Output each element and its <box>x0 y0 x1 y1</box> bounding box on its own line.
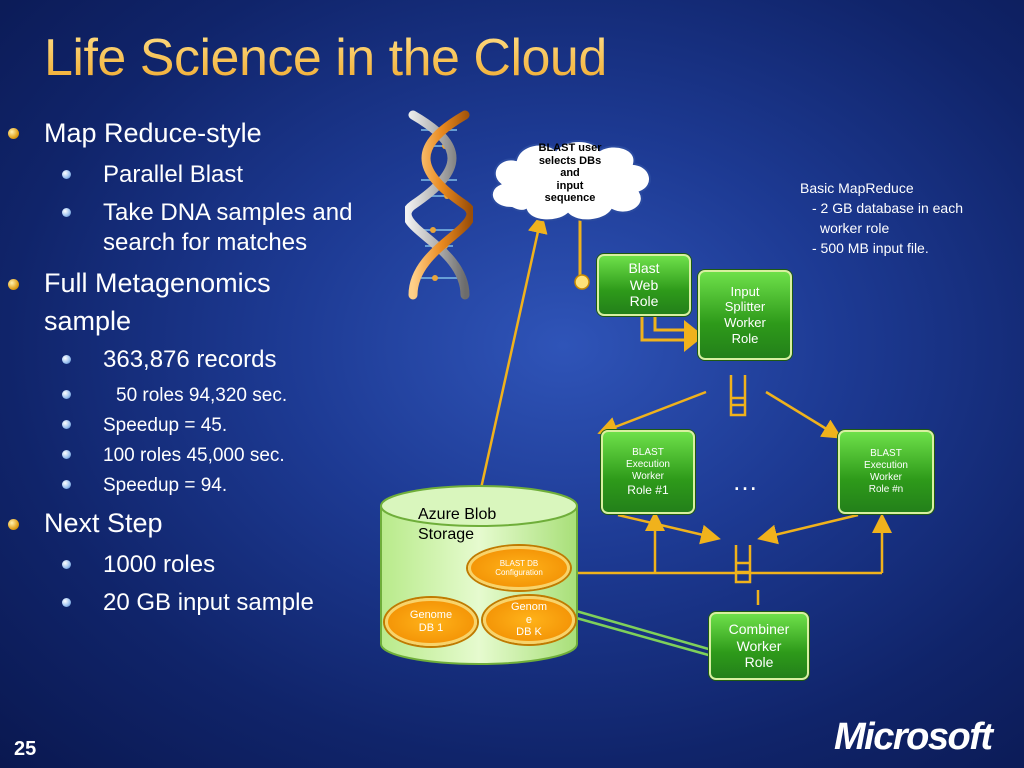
cloud-line: input <box>556 179 584 192</box>
bullet-parallel-blast: Parallel Blast <box>103 161 244 188</box>
note-line: - 2 GB database in each <box>812 200 963 216</box>
box-line: Role <box>629 293 659 310</box>
genome-db-1-label: Genome DB 1 <box>410 609 452 634</box>
genome-db-k-label: Genom e DB K <box>511 601 547 639</box>
bullet-50-roles: 50 roles 94,320 sec. <box>116 385 288 406</box>
blast-exec-role-1-box: BLAST Execution Worker Role #1 <box>601 430 695 514</box>
oval-line: DB K <box>516 626 542 639</box>
bullet-full-metagenomics-line2: sample <box>44 306 132 336</box>
bullet-speedup-94: Speedup = 94. <box>103 475 228 496</box>
blast-exec-role-1-label: BLAST Execution Worker Role #1 <box>626 447 670 497</box>
microsoft-logo: Microsoft <box>834 716 993 758</box>
box-line: Role #1 <box>627 482 669 497</box>
gold-bullet-icon <box>8 519 19 530</box>
page-number: 25 <box>14 738 37 760</box>
mapreduce-note: Basic MapReduce - 2 GB database in each … <box>800 178 963 258</box>
oval-line: DB 1 <box>418 622 444 634</box>
bullet-list: Map Reduce-style Parallel Blast Take DNA… <box>0 0 420 700</box>
blue-bullet-icon <box>62 208 71 217</box>
blue-bullet-icon <box>62 450 71 459</box>
cloud-line: sequence <box>544 192 596 204</box>
box-line: Role <box>744 654 774 671</box>
note-line: Basic MapReduce <box>800 180 914 196</box>
input-splitter-box: Input Splitter Worker Role <box>698 270 792 360</box>
bullet-full-metagenomics-line1: Full Metagenomics <box>44 268 271 298</box>
box-line: Combiner <box>728 620 790 637</box>
box-line: BLAST <box>632 446 664 458</box>
blue-bullet-icon <box>62 390 71 399</box>
box-line: Execution <box>864 460 908 471</box>
box-line: Worker <box>724 315 766 330</box>
box-line: Worker <box>631 470 665 482</box>
user-cloud-label: BLAST user selects DBs and input sequenc… <box>520 142 620 205</box>
bullet-take-dna-line2: search for matches <box>103 229 308 256</box>
oval-line: e <box>525 613 533 626</box>
blue-bullet-icon <box>62 598 71 607</box>
cloud-line: selects DBs <box>538 154 602 167</box>
box-line: Role <box>731 330 759 346</box>
note-line: - 500 MB input file. <box>812 240 929 256</box>
gold-bullet-icon <box>8 279 19 290</box>
box-line: BLAST <box>870 448 902 459</box>
genome-db-1-oval: Genome DB 1 <box>385 598 477 646</box>
slide-title: Life Science in the Cloud <box>44 29 607 87</box>
combiner-worker-box: Combiner Worker Role <box>709 612 809 680</box>
bullet-map-reduce: Map Reduce-style <box>44 118 262 148</box>
blast-exec-role-n-box: BLAST Execution Worker Role #n <box>838 430 934 514</box>
blue-bullet-icon <box>62 480 71 489</box>
bullet-100-roles: 100 roles 45,000 sec. <box>103 445 285 466</box>
bullet-20gb-input: 20 GB input sample <box>103 589 314 616</box>
blue-bullet-icon <box>62 420 71 429</box>
box-line: Web <box>629 276 659 293</box>
blue-bullet-icon <box>62 560 71 569</box>
azure-blob-storage-label: Azure Blob Storage <box>418 505 496 545</box>
genome-db-k-oval: Genom e DB K <box>483 596 575 644</box>
box-line: Worker <box>736 637 782 654</box>
oval-line: Genom <box>510 601 548 614</box>
bullet-next-step: Next Step <box>44 508 163 538</box>
user-cloud-shape <box>490 140 651 222</box>
workers-ellipsis: … <box>732 466 758 496</box>
blast-exec-role-n-label: BLAST Execution Worker Role #n <box>864 448 908 496</box>
box-line: Role #n <box>868 484 904 495</box>
cloud-line: BLAST user <box>538 142 602 154</box>
box-line: Input <box>730 283 760 299</box>
box-line: Blast <box>628 259 660 276</box>
oval-line: BLAST DB <box>499 558 539 568</box>
bullet-take-dna-line1: Take DNA samples and <box>103 199 353 226</box>
blast-db-config-oval: BLAST DB Configuration <box>468 546 570 590</box>
dna-helix-icon <box>405 110 473 300</box>
storage-line: Azure Blob <box>418 506 497 523</box>
combiner-worker-label: Combiner Worker Role <box>729 621 790 671</box>
blue-bullet-icon <box>62 170 71 179</box>
bullet-speedup-45: Speedup = 45. <box>103 415 228 436</box>
box-line: Worker <box>869 472 903 483</box>
blast-web-role-box: Blast Web Role <box>597 254 691 316</box>
oval-line: Genome <box>409 609 453 622</box>
oval-line: Configuration <box>495 568 543 577</box>
blast-db-config-label: BLAST DB Configuration <box>495 559 543 577</box>
box-line: Execution <box>626 458 670 470</box>
storage-line: Storage <box>418 526 475 543</box>
input-splitter-label: Input Splitter Worker Role <box>724 284 766 346</box>
bullet-1000-roles: 1000 roles <box>103 551 216 578</box>
gold-bullet-icon <box>8 128 19 139</box>
box-line: Splitter <box>724 299 766 315</box>
blue-bullet-icon <box>62 355 71 364</box>
blast-web-role-label: Blast Web Role <box>628 260 659 310</box>
note-line: worker role <box>820 220 890 236</box>
cloud-line: and <box>560 167 580 179</box>
bullet-records: 363,876 records <box>103 346 277 373</box>
